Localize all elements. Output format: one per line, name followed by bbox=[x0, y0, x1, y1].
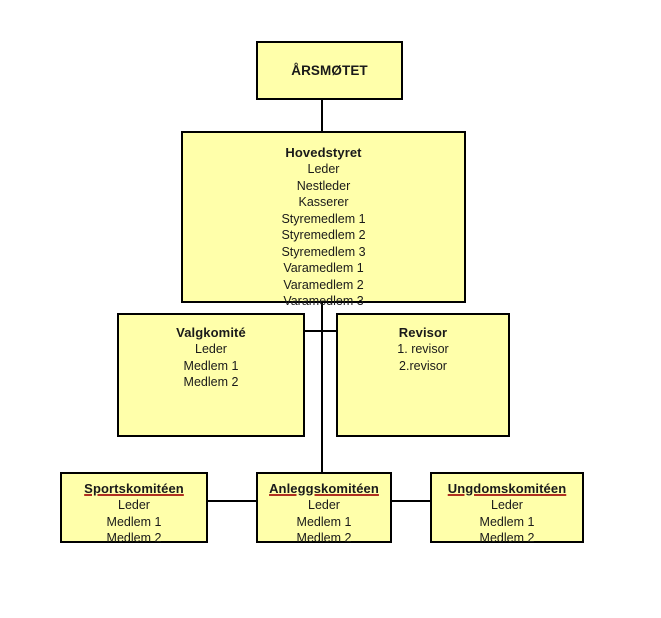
node-valgkomite-role: Leder bbox=[195, 342, 227, 357]
node-sportskomiteen-title: Sportskomitéen bbox=[84, 481, 184, 496]
node-valgkomite[interactable]: Valgkomité Leder Medlem 1 Medlem 2 bbox=[117, 313, 305, 437]
node-arsmotet[interactable]: ÅRSMØTET bbox=[256, 41, 403, 100]
connector-hovedstyret-trunk bbox=[321, 303, 323, 472]
node-ungdomskomiteen-role: Medlem 2 bbox=[479, 531, 535, 546]
node-hovedstyret-role: Varamedlem 3 bbox=[283, 294, 364, 309]
node-valgkomite-title: Valgkomité bbox=[176, 325, 246, 340]
node-valgkomite-role: Medlem 2 bbox=[183, 375, 239, 390]
node-sportskomiteen-role: Medlem 1 bbox=[106, 514, 162, 529]
node-ungdomskomiteen-role: Leder bbox=[491, 498, 523, 513]
node-revisor-role: 2.revisor bbox=[399, 358, 447, 373]
node-hovedstyret-role: Varamedlem 1 bbox=[283, 261, 364, 276]
node-arsmotet-title: ÅRSMØTET bbox=[291, 62, 368, 78]
node-revisor-title: Revisor bbox=[398, 325, 448, 340]
node-ungdomskomiteen-title: Ungdomskomitéen bbox=[447, 481, 567, 496]
node-hovedstyret-role: Leder bbox=[307, 162, 340, 177]
connector-anlegg-to-sports bbox=[208, 500, 257, 502]
node-hovedstyret-role: Styremedlem 1 bbox=[281, 211, 366, 226]
node-anleggskomiteen-role: Medlem 1 bbox=[296, 514, 352, 529]
node-sportskomiteen-role: Leder bbox=[118, 498, 150, 513]
node-anleggskomiteen[interactable]: Anleggskomitéen Leder Medlem 1 Medlem 2 bbox=[256, 472, 392, 545]
node-revisor-role: 1. revisor bbox=[397, 342, 449, 357]
node-hovedstyret-role: Varamedlem 2 bbox=[283, 277, 364, 292]
node-ungdomskomiteen-role: Medlem 1 bbox=[479, 514, 535, 529]
connector-trunk-to-revisor bbox=[321, 330, 337, 332]
node-valgkomite-role: Medlem 1 bbox=[183, 358, 239, 373]
connector-arsmotet-to-hovedstyret bbox=[321, 100, 323, 131]
node-sportskomiteen[interactable]: Sportskomitéen Leder Medlem 1 Medlem 2 bbox=[60, 472, 208, 545]
connector-anlegg-to-ungdom bbox=[392, 500, 431, 502]
node-hovedstyret-role: Styremedlem 3 bbox=[281, 244, 366, 259]
node-hovedstyret-role: Kasserer bbox=[298, 195, 349, 210]
node-revisor[interactable]: Revisor 1. revisor 2.revisor bbox=[336, 313, 510, 437]
node-anleggskomiteen-role: Medlem 2 bbox=[296, 531, 352, 546]
node-anleggskomiteen-title: Anleggskomitéen bbox=[269, 481, 379, 496]
node-hovedstyret-title: Hovedstyret bbox=[285, 145, 362, 160]
node-sportskomiteen-role: Medlem 2 bbox=[106, 531, 162, 546]
node-hovedstyret-role: Styremedlem 2 bbox=[281, 228, 366, 243]
node-anleggskomiteen-role: Leder bbox=[308, 498, 340, 513]
connector-trunk-to-valgkomite bbox=[305, 330, 322, 332]
node-hovedstyret-role: Nestleder bbox=[296, 178, 351, 193]
node-hovedstyret[interactable]: Hovedstyret Leder Nestleder Kasserer Sty… bbox=[181, 131, 466, 308]
node-ungdomskomiteen[interactable]: Ungdomskomitéen Leder Medlem 1 Medlem 2 bbox=[430, 472, 584, 545]
